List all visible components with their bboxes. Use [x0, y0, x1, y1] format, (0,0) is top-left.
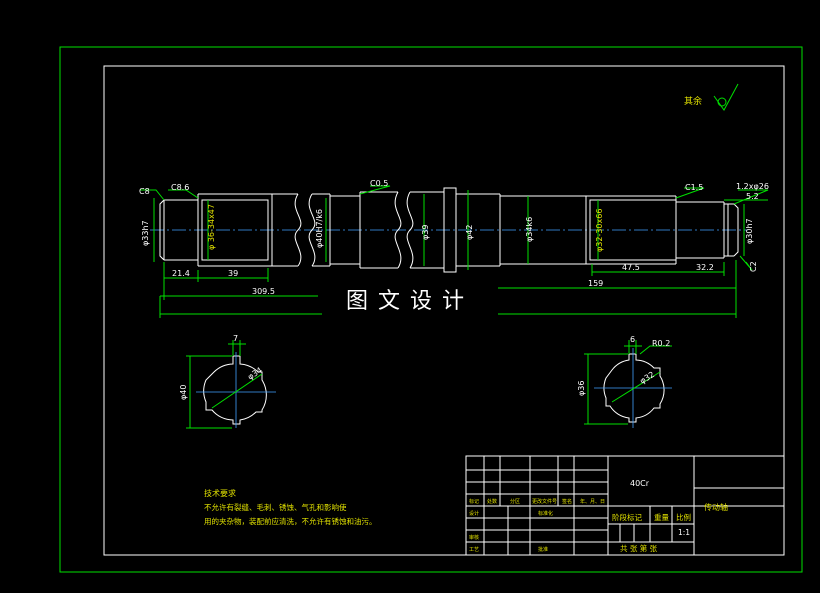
section-right: 6 R0.2 φ36 φ32 — [577, 335, 672, 428]
section-right-inner: φ32 — [638, 370, 656, 386]
section-left-outer: φ40 — [179, 385, 188, 400]
section-right-outer: φ36 — [577, 381, 586, 396]
dim-c2: C2 — [749, 261, 758, 272]
dim-d34k6: φ34k6 — [525, 217, 534, 242]
shaft-outline — [159, 187, 739, 273]
notes-line1: 不允许有裂缝、毛刺、锈蚀、气孔和影响使 — [204, 502, 347, 512]
inner-frame — [103, 65, 785, 556]
dim-c8: C8 — [139, 187, 150, 196]
tb-designer: 设计 — [469, 510, 479, 517]
dim-322: 32.2 — [696, 263, 714, 272]
outer-frame — [59, 46, 803, 573]
dim-475: 47.5 — [622, 263, 640, 272]
tb-scale-value: 1:1 — [678, 528, 690, 537]
tb-sheets: 共 张 第 张 — [620, 543, 658, 553]
dim-3095: 309.5 — [252, 287, 275, 296]
dim-52: 5.2 — [746, 192, 759, 201]
dim-159: 159 — [588, 279, 603, 288]
tb-weight: 重量 — [654, 513, 669, 522]
watermark: 图文设计 — [322, 280, 498, 318]
dim-spline1: φ 36-34x47 — [207, 204, 216, 250]
tb-process: 工艺 — [469, 547, 479, 553]
title-block — [465, 455, 785, 556]
tb-stage-mark: 阶段标记 — [612, 512, 642, 522]
tb-docno: 更改文件号 — [532, 498, 557, 505]
tb-material: 40Cr — [630, 479, 650, 488]
tb-part-name: 传动轴 — [704, 502, 728, 512]
roughness-label: 其余 — [684, 95, 702, 107]
roughness-symbol — [713, 83, 739, 111]
dim-spline2: φ32-30x66 — [595, 209, 604, 252]
dim-c15: C1.5 — [685, 183, 703, 192]
dim-d40h7: φ40H7/k6 — [315, 209, 324, 248]
tb-date: 年、月、日 — [580, 498, 605, 505]
dim-39: 39 — [228, 269, 238, 278]
tb-zone: 分区 — [510, 498, 520, 505]
notes-title: 技术要求 — [204, 488, 236, 498]
section-left-width: 7 — [233, 334, 238, 343]
tb-reviewer: 审核 — [469, 534, 479, 541]
notes-line2: 用的夹杂物，装配前应清洗，不允许有锈蚀和油污。 — [204, 516, 377, 526]
dim-d42: φ42 — [465, 225, 474, 240]
tb-count: 处数 — [487, 498, 497, 505]
tb-scale: 比例 — [676, 512, 691, 522]
section-right-width: 6 — [630, 335, 635, 344]
dim-d33h7: φ33h7 — [141, 220, 150, 246]
tb-sign: 签名 — [562, 498, 572, 505]
section-right-radius: R0.2 — [652, 339, 670, 348]
dim-d30h7: φ30h7 — [745, 218, 754, 244]
dim-c05: C0.5 — [370, 179, 388, 188]
section-left: 7 φ40 φ34 — [179, 334, 276, 429]
tb-approve: 批准 — [538, 546, 548, 553]
tb-mark: 标记 — [469, 498, 479, 505]
tb-standard: 标准化 — [538, 510, 553, 517]
dim-d39: φ39 — [421, 225, 430, 240]
dim-ch2x26: 1.2xφ26 — [736, 182, 769, 191]
dim-214: 21.4 — [172, 269, 190, 278]
dim-c86: C8.6 — [171, 183, 189, 192]
